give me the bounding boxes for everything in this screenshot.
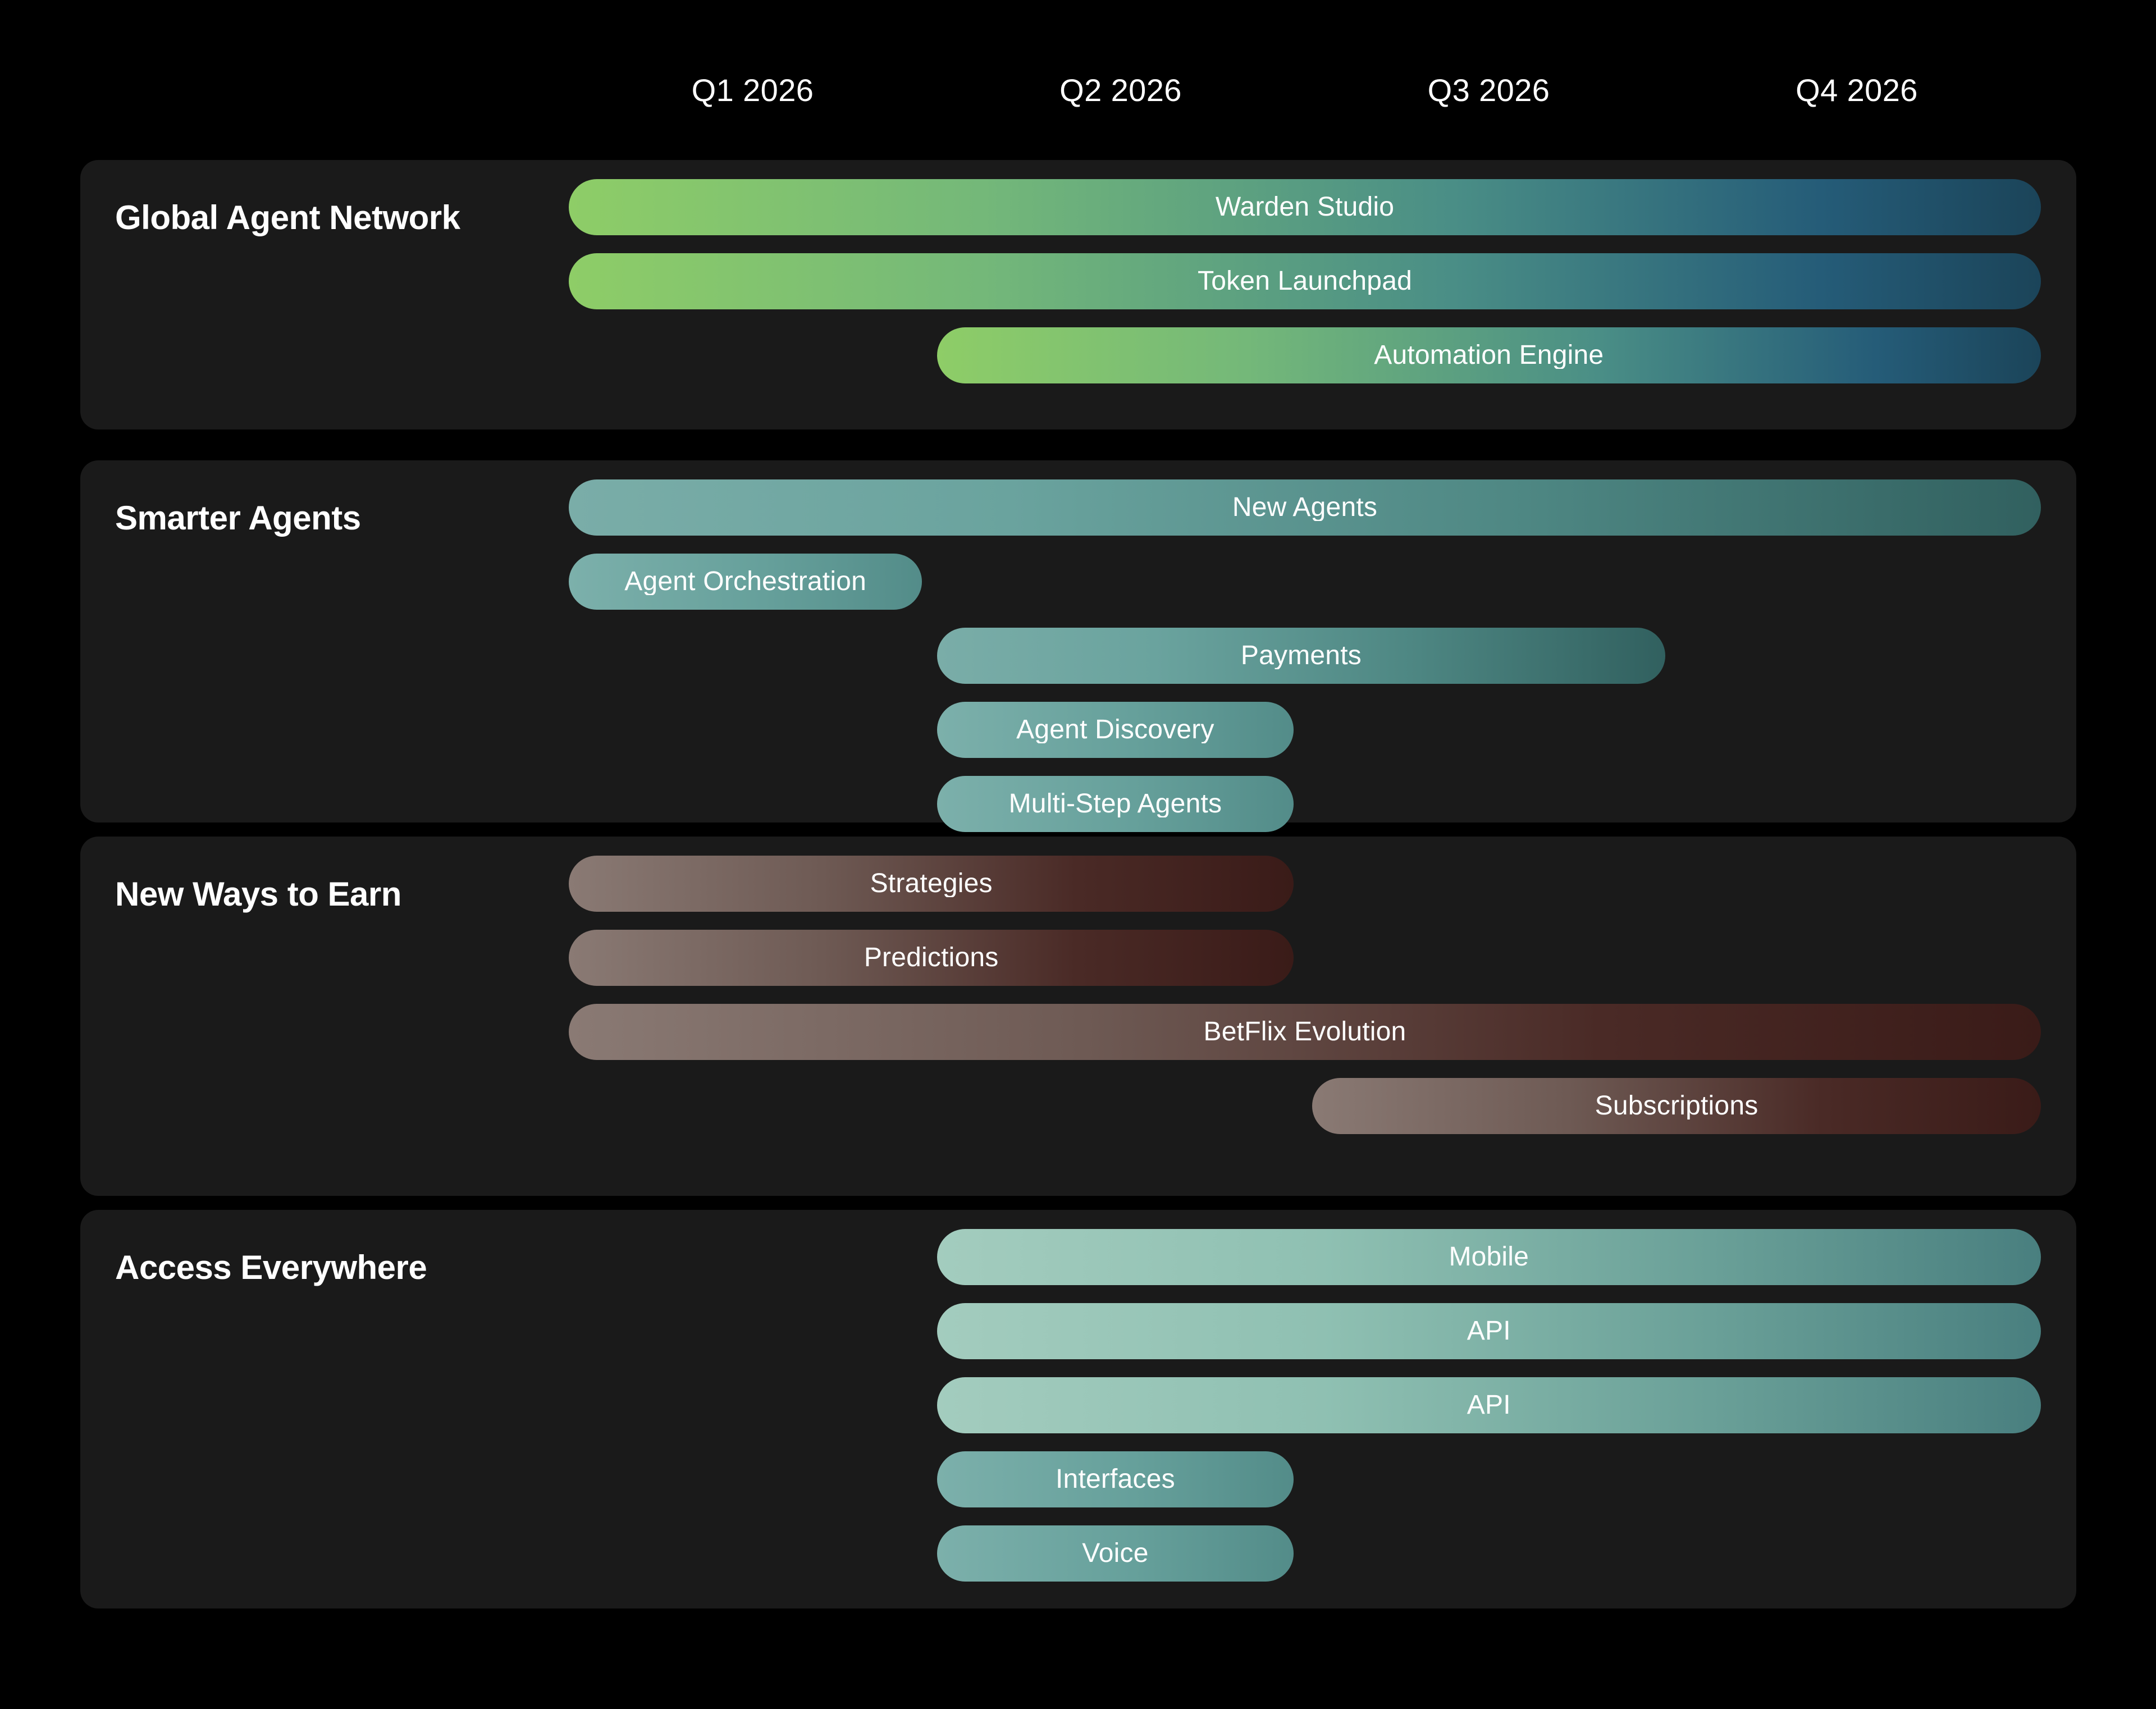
gantt-bar-label: Predictions — [864, 944, 999, 971]
gantt-bar[interactable]: Strategies — [569, 856, 1294, 912]
quarter-header-2: Q2 2026 — [1059, 72, 1182, 108]
gantt-bar[interactable]: BetFlix Evolution — [569, 1004, 2041, 1060]
gantt-bar-label: Interfaces — [1056, 1466, 1175, 1493]
gantt-bar[interactable]: Agent Orchestration — [569, 554, 922, 610]
gantt-bar-label: Multi-Step Agents — [1008, 790, 1222, 817]
section-title: Access Everywhere — [115, 1249, 427, 1286]
gantt-bar-label: Payments — [1240, 642, 1362, 669]
section-title: Smarter Agents — [115, 499, 361, 537]
gantt-bar-label: Voice — [1082, 1540, 1149, 1567]
gantt-bar-label: Agent Discovery — [1016, 716, 1214, 743]
quarter-header-3: Q3 2026 — [1427, 72, 1550, 108]
gantt-bar[interactable]: Subscriptions — [1312, 1078, 2041, 1134]
gantt-bar[interactable]: Interfaces — [937, 1451, 1294, 1507]
gantt-bar-label: BetFlix Evolution — [1203, 1018, 1406, 1045]
gantt-bar[interactable]: Predictions — [569, 930, 1294, 986]
gantt-bar-label: Agent Orchestration — [624, 568, 866, 595]
section-title: Global Agent Network — [115, 199, 460, 236]
gantt-bar-label: Mobile — [1449, 1244, 1529, 1271]
gantt-bar[interactable]: Warden Studio — [569, 179, 2041, 235]
gantt-bar[interactable]: Multi-Step Agents — [937, 776, 1294, 832]
quarter-header-4: Q4 2026 — [1796, 72, 1918, 108]
gantt-bar-label: Warden Studio — [1215, 194, 1395, 221]
gantt-bar[interactable]: Token Launchpad — [569, 253, 2041, 309]
quarter-axis: Q1 2026 Q2 2026 Q3 2026 Q4 2026 — [569, 0, 2041, 168]
gantt-bar[interactable]: API — [937, 1377, 2041, 1433]
section-title: New Ways to Earn — [115, 875, 401, 913]
gantt-bar[interactable]: API — [937, 1303, 2041, 1359]
gantt-bar[interactable]: Agent Discovery — [937, 702, 1294, 758]
gantt-bar[interactable]: New Agents — [569, 479, 2041, 536]
gantt-bar-label: Subscriptions — [1595, 1093, 1758, 1119]
gantt-bar-label: API — [1467, 1392, 1511, 1419]
gantt-bar-label: New Agents — [1232, 494, 1378, 521]
gantt-bar-label: Token Launchpad — [1198, 268, 1412, 295]
gantt-bar[interactable]: Voice — [937, 1525, 1294, 1582]
gantt-bar[interactable]: Automation Engine — [937, 327, 2041, 383]
gantt-bar-label: Strategies — [870, 870, 993, 897]
gantt-bar[interactable]: Mobile — [937, 1229, 2041, 1285]
gantt-bar[interactable]: Payments — [937, 628, 1666, 684]
quarter-header-1: Q1 2026 — [691, 72, 814, 108]
gantt-bar-label: Automation Engine — [1374, 342, 1604, 369]
gantt-bar-label: API — [1467, 1318, 1511, 1345]
